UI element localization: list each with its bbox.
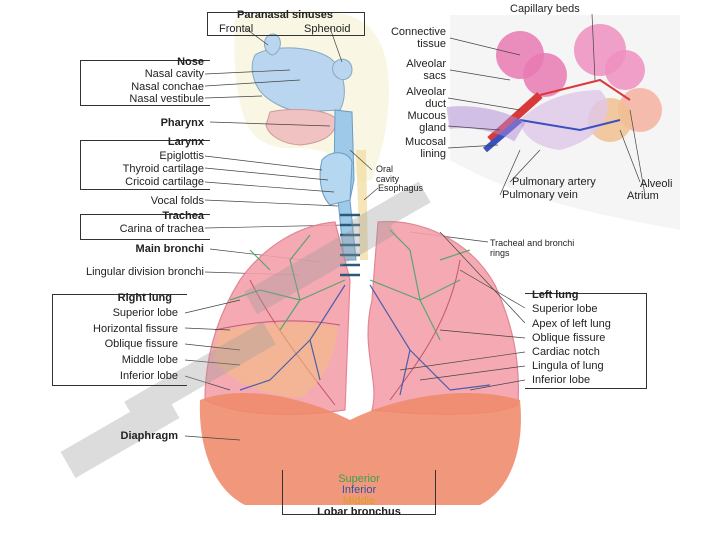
nose-frame — [80, 60, 210, 106]
middle-lobe-tint — [214, 322, 338, 398]
sinus-frame — [207, 12, 365, 36]
label-r-inferior-lobe: Inferior lobe — [119, 370, 178, 382]
label-carina: Carina of trachea — [119, 223, 204, 235]
label-nasal-vestibule: Nasal vestibule — [129, 93, 204, 105]
lobar-frame — [282, 470, 436, 515]
alveoli-inset — [446, 15, 680, 230]
larynx-shape — [319, 152, 353, 206]
label-lingula: Lingula of lung — [532, 360, 604, 372]
label-alveolar-sacs: Alveolar sacs — [406, 58, 446, 82]
bronchial-tree-green — [229, 229, 471, 341]
label-pulmonary-vein: Pulmonary vein — [502, 189, 578, 201]
label-nasal-cavity: Nasal cavity — [144, 68, 204, 80]
watermark — [60, 181, 431, 478]
sphenoid-sinus-shape — [332, 58, 353, 81]
label-lobar-bronchus: Lobar bronchus — [317, 506, 401, 518]
label-nasal-conchae: Nasal conchae — [131, 81, 204, 93]
label-l-superior-lobe: Superior lobe — [532, 303, 598, 315]
label-connective-tissue: Connective tissue — [390, 26, 446, 50]
label-l-oblique-fissure: Oblique fissure — [532, 332, 606, 344]
label-alveoli: Alveoli — [640, 178, 673, 190]
label-atrium: Atrium — [627, 190, 659, 202]
esophagus-shape — [356, 150, 368, 260]
label-epiglottis: Epiglottis — [159, 150, 204, 162]
bronchial-tree-blue — [239, 284, 491, 396]
label-oral-cavity: Oral cavity — [376, 164, 400, 184]
label-right-lung: Right lung — [117, 292, 172, 304]
label-vocal-folds: Vocal folds — [150, 195, 204, 207]
label-sphenoid: Sphenoid — [304, 23, 351, 35]
label-main-bronchi: Main bronchi — [135, 243, 204, 255]
frontal-sinus-shape — [264, 33, 281, 56]
label-larynx: Larynx — [167, 136, 204, 148]
left-lung-frame — [525, 293, 647, 389]
label-lobar-superior: Superior — [338, 473, 380, 485]
label-apex-left-lung: Apex of left lung — [532, 318, 611, 330]
label-esophagus: Esophagus — [378, 183, 424, 193]
label-r-oblique-fissure: Oblique fissure — [104, 338, 178, 350]
label-lingular-division: Lingular division bronchi — [85, 266, 204, 278]
label-alveolar-duct: Alveolar duct — [406, 86, 446, 110]
label-horizontal-fissure: Horizontal fissure — [93, 323, 178, 335]
label-r-superior-lobe: Superior lobe — [112, 307, 178, 319]
label-pulmonary-artery: Pulmonary artery — [512, 176, 596, 188]
tracheal-rings — [340, 213, 360, 277]
label-frontal: Frontal — [219, 23, 254, 35]
label-paranasal-sinuses: Paranasal sinuses — [236, 9, 333, 21]
label-trachea: Trachea — [162, 210, 204, 222]
label-lobar-middle: Middle — [342, 495, 376, 507]
label-middle-lobe: Middle lobe — [121, 354, 178, 366]
larynx-frame — [80, 140, 210, 190]
oral-cavity-shape — [265, 109, 337, 146]
right-lung-frame — [52, 294, 187, 386]
trachea-frame — [80, 214, 210, 240]
label-cardiac-notch: Cardiac notch — [532, 346, 600, 358]
label-left-lung: Left lung — [532, 289, 579, 301]
label-tracheal-rings: Tracheal and bronchi rings — [490, 238, 575, 258]
diaphragm-shape — [199, 392, 521, 505]
label-thyroid-cartilage: Thyroid cartilage — [122, 163, 204, 175]
label-nose: Nose — [177, 56, 204, 68]
label-mucous-gland: Mucous gland — [407, 110, 446, 134]
label-mucosal-lining: Mucosal lining — [405, 136, 446, 160]
label-pharynx: Pharynx — [160, 117, 204, 129]
label-capillary-beds: Capillary beds — [510, 3, 580, 15]
label-diaphragm: Diaphragm — [120, 430, 178, 442]
label-lobar-inferior: Inferior — [341, 484, 377, 496]
label-cricoid-cartilage: Cricoid cartilage — [125, 176, 204, 188]
label-l-inferior-lobe: Inferior lobe — [532, 374, 591, 386]
